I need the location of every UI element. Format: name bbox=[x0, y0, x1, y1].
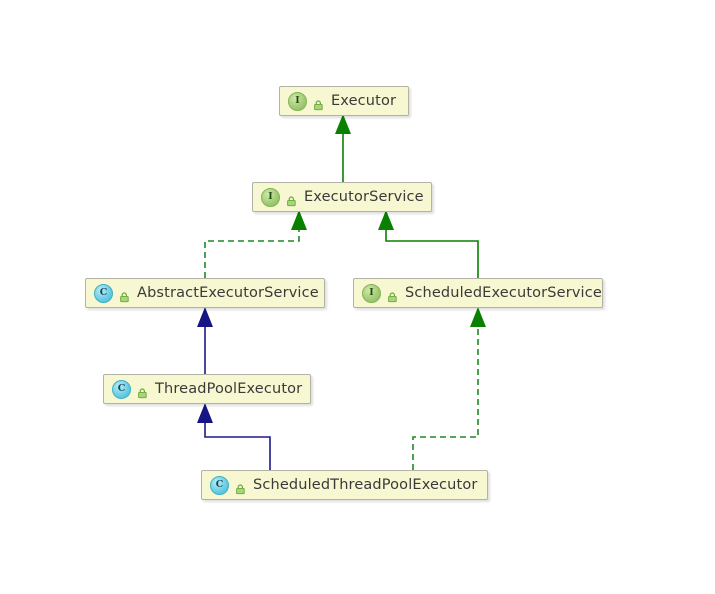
edge-scheduledThreadPoolExecutor-implements-scheduledExecutorService bbox=[412, 307, 486, 470]
class-icon: C bbox=[112, 379, 131, 399]
class-node-label: Executor bbox=[331, 92, 397, 109]
edge-scheduledThreadPoolExecutor-extends-threadPoolExecutor bbox=[197, 403, 271, 470]
interface-icon: I bbox=[288, 91, 307, 111]
class-node-label: ScheduledThreadPoolExecutor bbox=[253, 476, 478, 493]
class-icon: C bbox=[210, 475, 229, 495]
public-lock-icon bbox=[137, 384, 148, 398]
public-lock-icon bbox=[235, 480, 246, 494]
class-node-label: ScheduledExecutorService bbox=[405, 284, 602, 301]
interface-icon: I bbox=[362, 283, 381, 303]
class-node-abstractexecutorservice[interactable]: C AbstractExecutorService bbox=[85, 278, 325, 308]
edge-executorService-extends-executor bbox=[335, 114, 351, 182]
class-node-scheduledthreadpoolexecutor[interactable]: C ScheduledThreadPoolExecutor bbox=[201, 470, 488, 500]
class-icon: C bbox=[94, 283, 113, 303]
class-node-executorservice[interactable]: I ExecutorService bbox=[252, 182, 432, 212]
class-node-label: ExecutorService bbox=[304, 188, 424, 205]
class-node-executor[interactable]: I Executor bbox=[279, 86, 409, 116]
class-node-label: ThreadPoolExecutor bbox=[155, 380, 303, 397]
public-lock-icon bbox=[286, 192, 297, 206]
public-lock-icon bbox=[387, 288, 398, 302]
edge-threadPoolExecutor-extends-abstractExecutorService bbox=[197, 307, 213, 374]
class-node-threadpoolexecutor[interactable]: C ThreadPoolExecutor bbox=[103, 374, 311, 404]
edge-scheduledExecutorService-extends-executorService bbox=[378, 210, 479, 278]
class-node-scheduledexecutorservice[interactable]: I ScheduledExecutorService bbox=[353, 278, 603, 308]
public-lock-icon bbox=[119, 288, 130, 302]
public-lock-icon bbox=[313, 96, 324, 110]
class-node-label: AbstractExecutorService bbox=[137, 284, 319, 301]
interface-icon: I bbox=[261, 187, 280, 207]
edge-abstractExecutorService-implements-executorService bbox=[204, 210, 307, 278]
